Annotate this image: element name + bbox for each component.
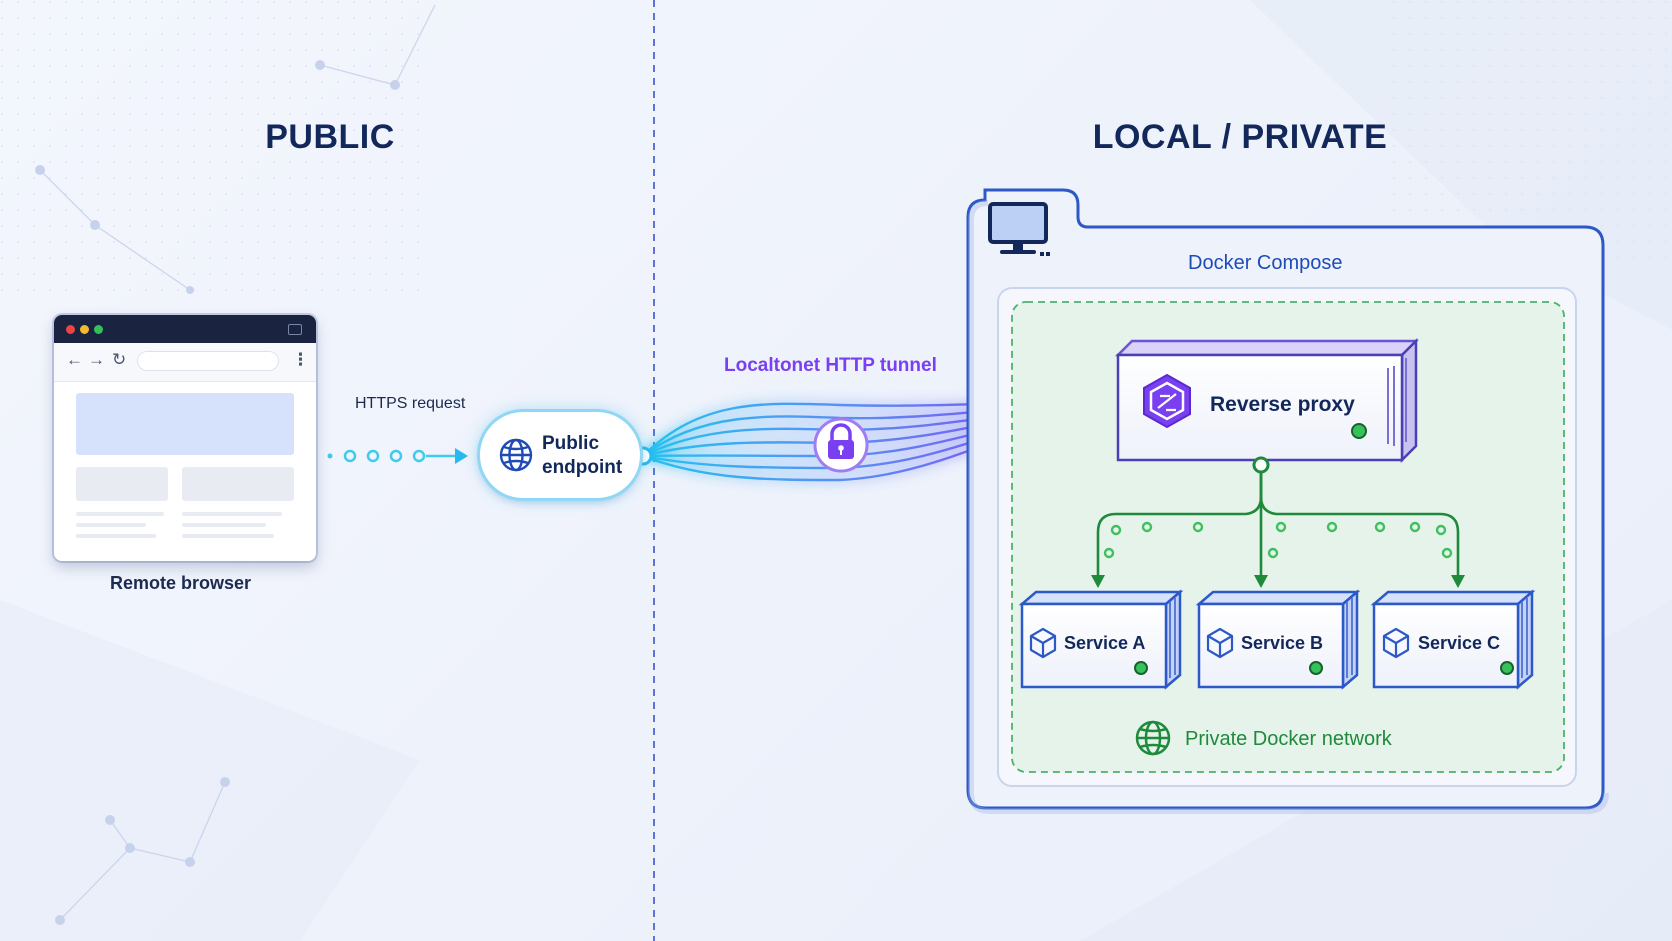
lock-icon <box>813 417 869 473</box>
text-line-placeholder <box>182 523 266 527</box>
card-placeholder <box>182 467 294 501</box>
background-network-lines <box>39 4 436 921</box>
docker-compose-title: Docker Compose <box>1188 252 1343 274</box>
proxy-output-node <box>1252 456 1270 474</box>
service-routes <box>1096 472 1460 578</box>
forward-arrow-icon: → <box>88 350 105 369</box>
public-endpoint-label: Public endpoint <box>542 432 622 480</box>
public-endpoint: Public endpoint <box>480 412 640 498</box>
service-box-c <box>1370 589 1536 690</box>
browser-navbar: ← → ↻ ⋮ <box>54 343 316 382</box>
https-request-arrow <box>327 448 468 464</box>
minimize-dot-icon <box>80 325 89 334</box>
cube-icon <box>1206 627 1234 659</box>
text-line-placeholder <box>76 523 146 527</box>
window-icon <box>288 324 302 335</box>
service-box-a <box>1018 589 1184 690</box>
service-b-label: Service B <box>1241 633 1324 653</box>
cube-icon <box>1382 627 1410 659</box>
service-a-label: Service A <box>1064 633 1146 653</box>
browser-titlebar <box>54 315 316 343</box>
proxy-hexagon-icon <box>1143 373 1191 429</box>
close-dot-icon <box>66 325 75 334</box>
text-line-placeholder <box>76 534 156 538</box>
https-request-label: HTTPS request <box>355 395 466 412</box>
private-network-label: Private Docker network <box>1185 728 1392 750</box>
network-globe-icon <box>1135 720 1171 756</box>
private-heading: LOCAL / PRIVATE <box>1092 118 1388 156</box>
text-line-placeholder <box>76 512 164 516</box>
menu-dots-icon: ⋮ <box>292 350 309 369</box>
public-heading: PUBLIC <box>265 118 395 156</box>
tunnel-label: Localtonet HTTP tunnel <box>724 355 937 376</box>
back-arrow-icon: ← <box>66 350 83 369</box>
hero-placeholder <box>76 393 294 455</box>
maximize-dot-icon <box>94 325 103 334</box>
monitor-icon <box>988 202 1050 256</box>
route-packets <box>1103 521 1453 559</box>
public-endpoint-line2: endpoint <box>542 457 623 478</box>
card-placeholder <box>76 467 168 501</box>
address-bar <box>138 352 278 370</box>
service-box-b <box>1195 589 1361 690</box>
service-c-label: Service C <box>1418 633 1501 653</box>
globe-icon <box>499 438 533 472</box>
text-line-placeholder <box>182 512 282 516</box>
remote-browser-label: Remote browser <box>110 573 252 593</box>
remote-browser-window: ← → ↻ ⋮ <box>54 315 316 561</box>
reverse-proxy-label: Reverse proxy <box>1210 393 1355 416</box>
cube-icon <box>1029 627 1057 659</box>
text-line-placeholder <box>182 534 274 538</box>
reload-icon: ↻ <box>112 350 127 369</box>
public-endpoint-line1: Public <box>542 433 600 454</box>
